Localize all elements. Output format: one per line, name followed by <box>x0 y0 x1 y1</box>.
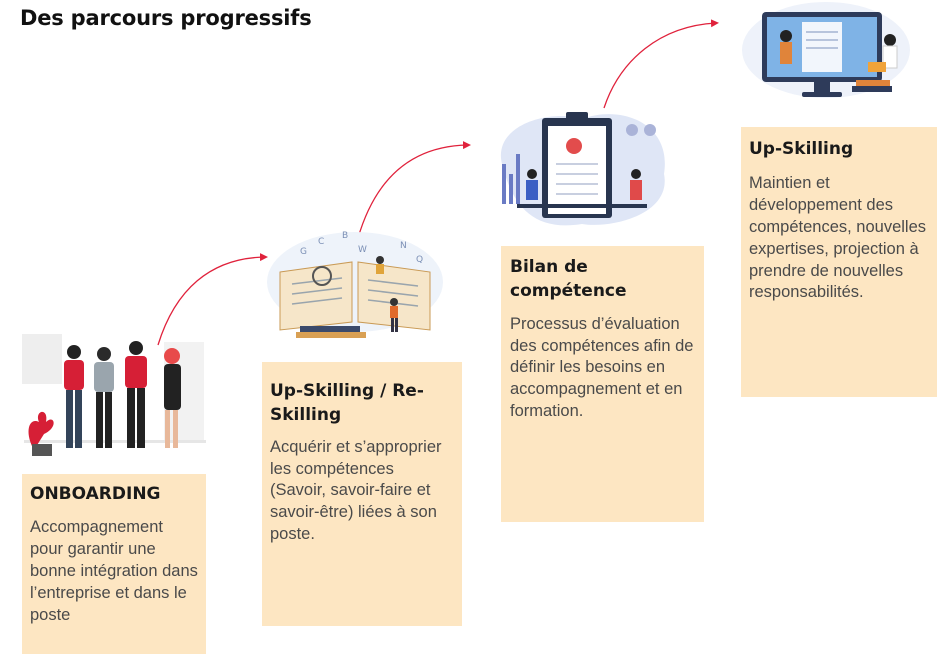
arrow-2-to-3 <box>357 141 471 239</box>
svg-text:Q: Q <box>416 255 423 265</box>
page-title: Des parcours progressifs <box>20 6 312 30</box>
step-heading: ONBOARDING <box>30 484 161 504</box>
step-card-bilan-competence: Bilan de compétence Processus d’évaluati… <box>501 246 704 522</box>
book-learning-illustration: C B W N Q G <box>267 231 443 338</box>
step-heading: Bilan de compétence <box>510 257 627 301</box>
step-heading: Up-Skilling <box>749 139 854 159</box>
arrow-3-to-4 <box>603 19 719 109</box>
step-description: Maintien et développement des compétence… <box>749 173 927 302</box>
step-description: Acquérir et s’approprier les compétences… <box>270 437 442 544</box>
skills-assessment-illustration <box>500 112 665 226</box>
step-description: Accompagnement pour garantir une bonne i… <box>30 517 198 624</box>
arrow-1-to-2 <box>157 253 268 346</box>
step-description: Processus d’évaluation des compétences a… <box>510 314 694 421</box>
step-card-up-skilling: Up-Skilling Maintien et développement de… <box>741 127 937 397</box>
online-training-illustration <box>742 2 910 98</box>
svg-text:C: C <box>318 237 324 247</box>
svg-text:W: W <box>358 245 367 255</box>
svg-text:B: B <box>342 231 348 241</box>
step-card-up-re-skilling: Up-Skilling / Re-Skilling Acquérir et s’… <box>262 362 462 626</box>
svg-text:N: N <box>400 241 407 251</box>
step-card-onboarding: ONBOARDING Accompagnement pour garantir … <box>22 474 206 654</box>
step-heading: Up-Skilling / Re-Skilling <box>270 381 424 425</box>
svg-text:G: G <box>300 247 307 257</box>
team-welcome-illustration <box>22 334 206 456</box>
